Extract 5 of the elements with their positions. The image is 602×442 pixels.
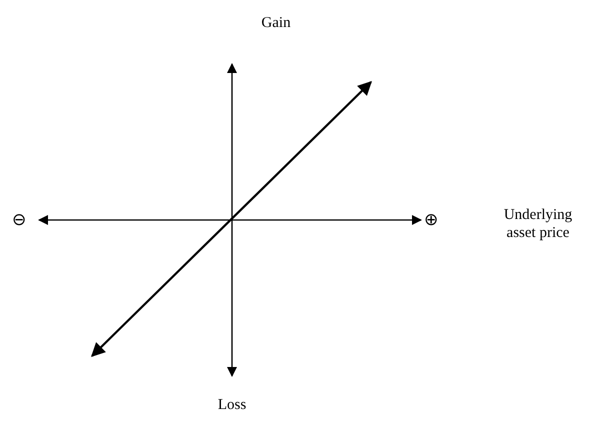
axis-label: Underlying asset price bbox=[502, 206, 574, 242]
axis-label: Loss bbox=[216, 396, 248, 415]
axis-label: Gain bbox=[260, 14, 292, 33]
plus-sign: ⊕ bbox=[423, 209, 439, 231]
minus-sign: ⊖ bbox=[11, 209, 27, 231]
